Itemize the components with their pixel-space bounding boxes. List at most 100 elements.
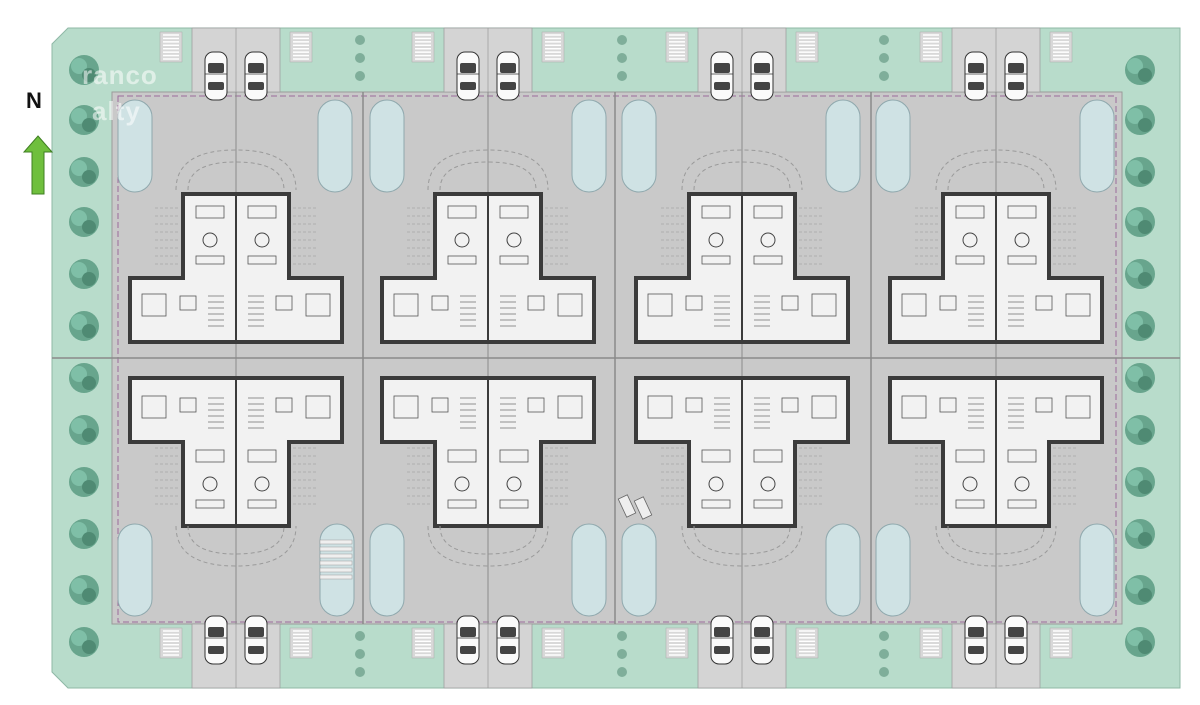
parking-stripes-icon: [665, 31, 689, 63]
tree-icon: [617, 35, 627, 45]
terrace-outline: [935, 149, 1057, 191]
tree-icon: [617, 53, 627, 63]
pool-icon: [117, 99, 153, 193]
tree-icon: [355, 53, 365, 63]
car-icon: [710, 51, 734, 101]
tree-icon: [69, 627, 99, 657]
house-floorplan: [380, 376, 596, 528]
tree-icon: [355, 631, 365, 641]
tree-icon: [1125, 627, 1155, 657]
pool-icon: [117, 523, 153, 617]
house-floorplan: [888, 192, 1104, 344]
tree-icon: [355, 649, 365, 659]
tree-icon: [69, 157, 99, 187]
pool-icon: [317, 99, 353, 193]
terrace-outline: [175, 525, 297, 567]
tree-icon: [69, 415, 99, 445]
house-floorplan: [634, 192, 850, 344]
car-icon: [204, 615, 228, 665]
parking-stripes-icon: [159, 627, 183, 659]
tree-icon: [879, 35, 889, 45]
tree-icon: [617, 71, 627, 81]
parking-stripes-icon: [541, 31, 565, 63]
parking-stripes-icon: [665, 627, 689, 659]
tree-icon: [69, 311, 99, 341]
house-floorplan: [128, 192, 344, 344]
house-floorplan: [128, 376, 344, 528]
pool-icon: [571, 523, 607, 617]
tree-icon: [355, 667, 365, 677]
terrace-outline: [427, 149, 549, 191]
parking-stripes-icon: [541, 627, 565, 659]
tree-icon: [879, 667, 889, 677]
car-icon: [1004, 615, 1028, 665]
tree-icon: [69, 519, 99, 549]
parking-stripes-icon: [289, 31, 313, 63]
tree-icon: [1125, 105, 1155, 135]
parking-stripes-icon: [1049, 627, 1073, 659]
tree-icon: [617, 649, 627, 659]
terrace-outline: [935, 525, 1057, 567]
pool-icon: [571, 99, 607, 193]
parking-stripes-icon: [919, 627, 943, 659]
parking-stripes-icon: [1049, 31, 1073, 63]
tree-icon: [879, 53, 889, 63]
terrace-outline: [681, 525, 803, 567]
car-icon: [750, 615, 774, 665]
terrace-outline: [427, 525, 549, 567]
tree-icon: [879, 649, 889, 659]
tree-icon: [69, 55, 99, 85]
tree-icon: [617, 631, 627, 641]
tree-icon: [1125, 157, 1155, 187]
parking-stripes-icon: [411, 627, 435, 659]
tree-icon: [879, 631, 889, 641]
terrace-outline: [681, 149, 803, 191]
tree-icon: [355, 35, 365, 45]
tree-icon: [1125, 311, 1155, 341]
tree-icon: [69, 363, 99, 393]
car-icon: [750, 51, 774, 101]
pool-icon: [875, 523, 911, 617]
pool-icon: [621, 523, 657, 617]
steps: [319, 539, 353, 580]
tree-icon: [1125, 363, 1155, 393]
car-icon: [456, 615, 480, 665]
parking-stripes-icon: [411, 31, 435, 63]
pool-icon: [1079, 99, 1115, 193]
north-arrow-icon: [22, 135, 54, 195]
bicycle-icon: [617, 494, 653, 520]
parking-stripes-icon: [795, 627, 819, 659]
car-icon: [496, 615, 520, 665]
car-icon: [964, 615, 988, 665]
house-floorplan: [888, 376, 1104, 528]
car-icon: [496, 51, 520, 101]
north-label: N: [26, 88, 42, 113]
tree-icon: [1125, 207, 1155, 237]
car-icon: [456, 51, 480, 101]
car-icon: [1004, 51, 1028, 101]
site-boundary: [117, 95, 1117, 623]
car-icon: [244, 51, 268, 101]
car-icon: [244, 615, 268, 665]
parking-stripes-icon: [919, 31, 943, 63]
terrace-outline: [175, 149, 297, 191]
car-icon: [204, 51, 228, 101]
pool-icon: [825, 99, 861, 193]
tree-icon: [1125, 575, 1155, 605]
pool-icon: [621, 99, 657, 193]
pool-icon: [875, 99, 911, 193]
tree-icon: [1125, 259, 1155, 289]
tree-icon: [69, 105, 99, 135]
tree-icon: [1125, 415, 1155, 445]
pool-icon: [369, 523, 405, 617]
tree-icon: [879, 71, 889, 81]
tree-icon: [69, 207, 99, 237]
tree-icon: [355, 71, 365, 81]
parking-stripes-icon: [159, 31, 183, 63]
parking-stripes-icon: [795, 31, 819, 63]
house-floorplan: [380, 192, 596, 344]
car-icon: [964, 51, 988, 101]
house-floorplan: [634, 376, 850, 528]
